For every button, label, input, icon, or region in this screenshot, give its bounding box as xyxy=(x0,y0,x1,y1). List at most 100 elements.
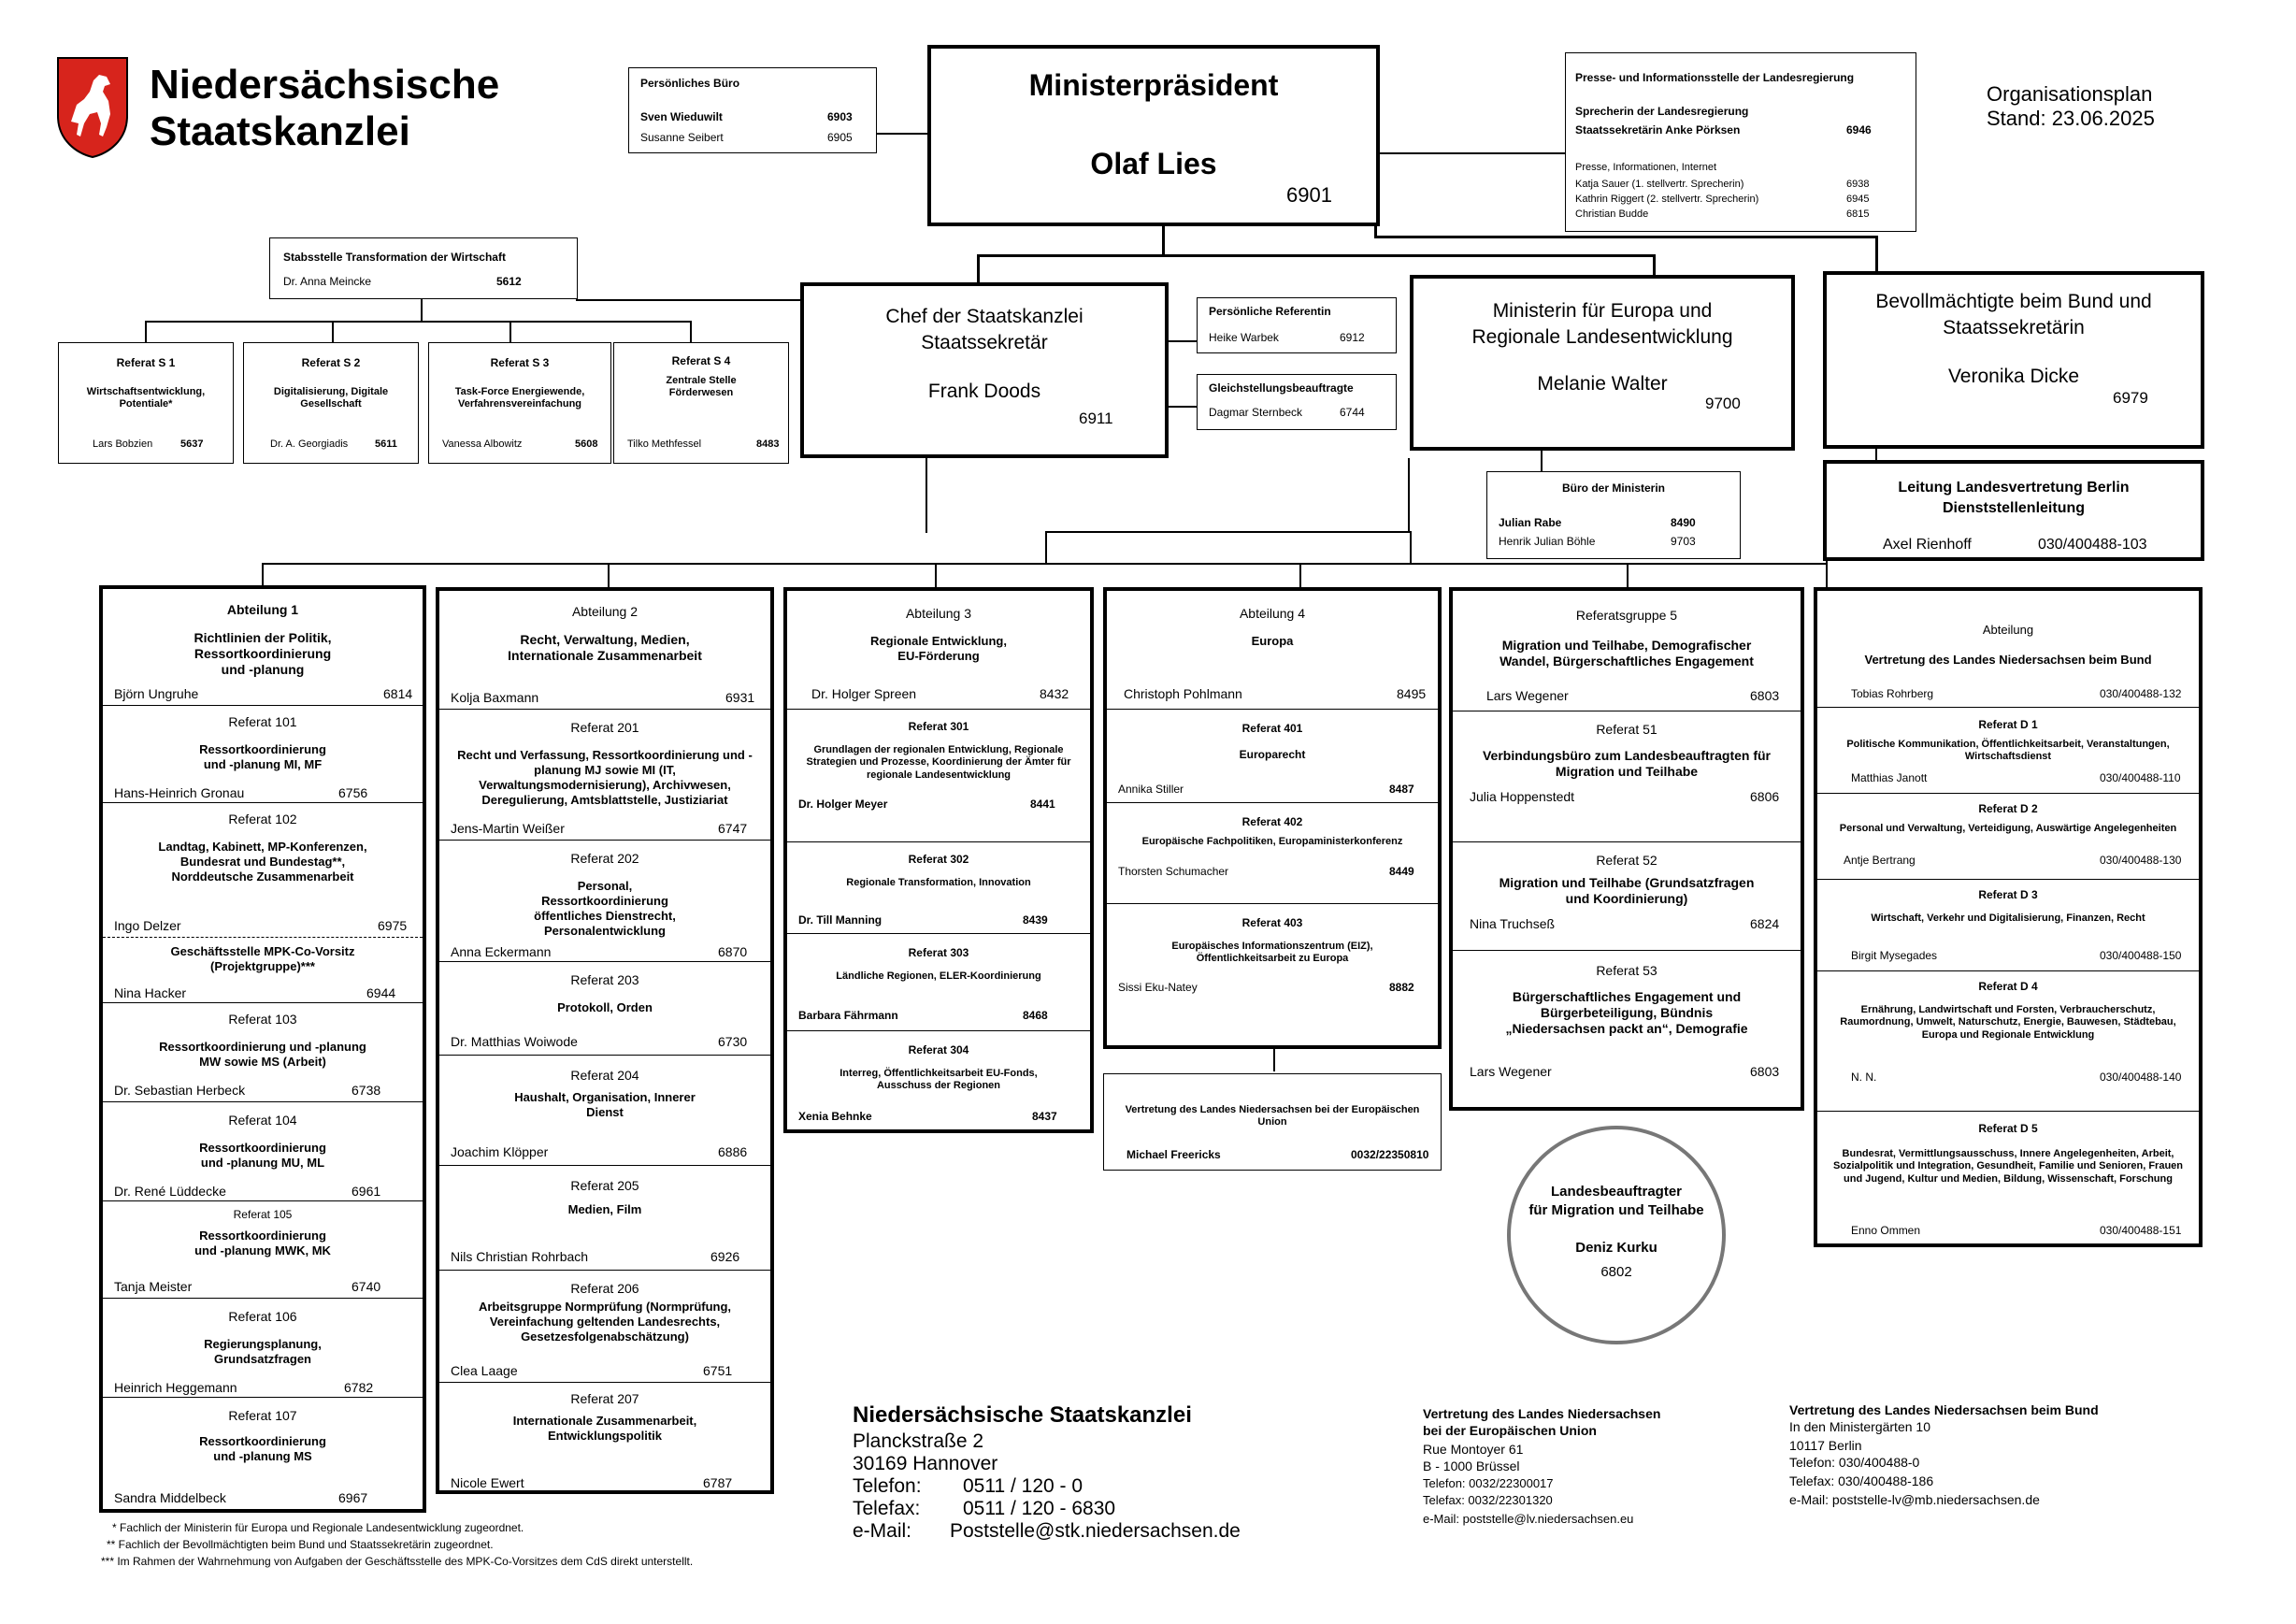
r207-tel: 6787 xyxy=(703,1475,733,1490)
referat-s4-title: Referat S 4 xyxy=(671,354,731,367)
r206-desc: Arbeitsgruppe Normprüfung (Normprüfung, … xyxy=(478,1300,732,1344)
r104-title: Referat 104 xyxy=(228,1113,297,1128)
gleich-title: Gleichstellungsbeauftragte xyxy=(1209,381,1354,395)
abteilung-4-box: Abteilung 4 Europa Christoph Pohlmann 84… xyxy=(1103,587,1442,1049)
abt4-tel: 8495 xyxy=(1397,686,1427,701)
r103-desc: Ressortkoordinierung und -planung MW sow… xyxy=(159,1040,366,1069)
abt1-name: Björn Ungruhe xyxy=(114,686,199,701)
r301-title: Referat 301 xyxy=(908,720,969,733)
r106-title: Referat 106 xyxy=(228,1309,297,1324)
r401-tel: 8487 xyxy=(1389,783,1414,796)
r103-name: Dr. Sebastian Herbeck xyxy=(114,1083,246,1098)
referat-205: Referat 205 Medien, Film Nils Christian … xyxy=(439,1165,770,1270)
r401-desc: Europarecht xyxy=(1239,748,1306,761)
r106-desc: Regierungsplanung, Grundsatzfragen xyxy=(204,1337,322,1366)
presse-title: Presse- und Informationsstelle der Lande… xyxy=(1575,71,1855,84)
referat-403: Referat 403 Europäisches Informationszen… xyxy=(1107,903,1438,1049)
r401-name: Annika Stiller xyxy=(1118,783,1184,796)
r101-title: Referat 101 xyxy=(228,714,297,729)
referat-52: Referat 52 Migration und Teilhabe (Grund… xyxy=(1453,841,1801,950)
eu-line4: B - 1000 Brüssel xyxy=(1423,1459,1520,1473)
r302-tel: 8439 xyxy=(1023,913,1048,927)
buero-tel-2: 6905 xyxy=(827,131,853,144)
gleichstellung-box: Gleichstellungsbeauftragte Dagmar Sternb… xyxy=(1197,374,1397,430)
footer-mail[interactable]: Poststelle@stk.niedersachsen.de xyxy=(950,1520,1241,1542)
referat-s3-title: Referat S 3 xyxy=(490,356,550,369)
referat-105: Referat 105 Ressortkoordinierung und -pl… xyxy=(103,1200,423,1298)
bevoll-title2: Staatssekretärin xyxy=(1943,317,2085,338)
buero-min-tel-2: 9703 xyxy=(1671,535,1696,548)
lower-saxony-horse-crest-icon xyxy=(57,57,128,159)
referat-s1-tel: 5637 xyxy=(180,438,204,450)
abt1-desc: Richtlinien der Politik, Ressortkoordini… xyxy=(194,630,332,678)
presse-sprecherin: Staatssekretärin Anke Pörksen xyxy=(1575,123,1741,137)
referat-s3-desc: Task-Force Energiewende, Verfahrensverei… xyxy=(454,386,585,410)
lv-title2: Dienststellenleitung xyxy=(1942,500,2086,516)
abt3-title: Abteilung 3 xyxy=(905,606,972,621)
eu-line5: Telefon: 0032/22300017 xyxy=(1423,1476,1554,1490)
buero-min-title: Büro der Ministerin xyxy=(1561,481,1665,495)
r207-title: Referat 207 xyxy=(570,1391,639,1406)
referat-s3-name: Vanessa Albowitz xyxy=(442,438,523,450)
abt1-title: Abteilung 1 xyxy=(226,602,299,617)
rd1-name: Matthias Janott xyxy=(1851,771,1928,784)
plan-date: Stand: 23.06.2025 xyxy=(1987,107,2155,130)
rd1-desc: Politische Kommunikation, Öffentlichkeit… xyxy=(1846,739,2170,763)
rd4-desc: Ernährung, Landwirtschaft und Forsten, V… xyxy=(1840,1004,2176,1041)
mpk-title: Geschäftsstelle MPK-Co-Vorsitz xyxy=(170,944,355,958)
buero-title: Persönliches Büro xyxy=(640,77,740,90)
referat-s2-name: Dr. A. Georgiadis xyxy=(270,438,349,450)
r205-tel: 6926 xyxy=(710,1249,740,1264)
landesvertretung-berlin-box: Leitung Landesvertretung Berlin Dienstst… xyxy=(1823,460,2204,561)
referat-204: Referat 204 Haushalt, Organisation, Inne… xyxy=(439,1055,770,1165)
bund-line6[interactable]: e-Mail: poststelle-lv@mb.niedersachsen.d… xyxy=(1789,1492,2040,1507)
referat-s4-desc: Zentrale Stelle Förderwesen xyxy=(666,375,737,399)
footnote-2: ** Fachlich der Bevollmächtigten beim Bu… xyxy=(107,1538,494,1551)
r207-desc: Internationale Zusammenarbeit, Entwicklu… xyxy=(512,1414,697,1443)
referat-201: Referat 201 Recht und Verfassung, Ressor… xyxy=(439,709,770,840)
abt4-title: Abteilung 4 xyxy=(1239,606,1306,621)
abt1-tel: 6814 xyxy=(383,686,413,701)
rd5-desc: Bundesrat, Vermittlungsausschuss, Innere… xyxy=(1832,1148,2184,1185)
cds-tel: 6911 xyxy=(1079,410,1113,427)
referat-304: Referat 304 Interreg, Öffentlichkeitsarb… xyxy=(787,1030,1090,1133)
footer-title: Niedersächsische Staatskanzlei xyxy=(853,1402,1192,1428)
r52-desc: Migration und Teilhabe (Grundsatzfragen … xyxy=(1499,875,1755,907)
referat-s4-box: Referat S 4 Zentrale Stelle Förderwesen … xyxy=(613,342,789,464)
footer-fax-label: Telefax: xyxy=(853,1498,921,1519)
eu-line7[interactable]: e-Mail: poststelle@lv.niedersachsen.eu xyxy=(1423,1512,1634,1526)
r207-name: Nicole Ewert xyxy=(451,1475,524,1490)
footer-street: Planckstraße 2 xyxy=(853,1430,984,1452)
eu-line2: bei der Europäischen Union xyxy=(1423,1423,1597,1438)
referat-s2-desc: Digitalisierung, Digitale Gesellschaft xyxy=(273,386,389,410)
presse-row-1-tel: 6938 xyxy=(1846,179,1870,190)
referat-s1-name: Lars Bobzien xyxy=(93,438,153,450)
referat-102: Referat 102 Landtag, Kabinett, MP-Konfer… xyxy=(103,802,423,937)
presse-row-1: Katja Sauer (1. stellvertr. Sprecherin) xyxy=(1575,179,1744,190)
footer-fax: 0511 / 120 - 6830 xyxy=(963,1498,1116,1519)
referat-s2-tel: 5611 xyxy=(375,438,397,450)
r205-name: Nils Christian Rohrbach xyxy=(451,1249,589,1264)
r102-name: Ingo Delzer xyxy=(114,918,181,933)
referat-d4: Referat D 4 Ernährung, Landwirtschaft un… xyxy=(1817,970,2199,1111)
r206-name: Clea Laage xyxy=(451,1363,518,1378)
r105-name: Tanja Meister xyxy=(114,1279,193,1294)
r104-tel: 6961 xyxy=(352,1184,381,1199)
presse-row-3-tel: 6815 xyxy=(1846,208,1870,220)
lv-tel: 030/400488-103 xyxy=(2038,537,2147,553)
pers-ref-title: Persönliche Referentin xyxy=(1209,305,1331,318)
referat-d3: Referat D 3 Wirtschaft, Verkehr und Digi… xyxy=(1817,879,2199,970)
abt1-head: Abteilung 1 Richtlinien der Politik, Res… xyxy=(103,589,423,705)
abtD-name: Tobias Rohrberg xyxy=(1851,687,1934,700)
r202-tel: 6870 xyxy=(718,944,748,959)
rg5-title: Referatsgruppe 5 xyxy=(1575,608,1678,623)
r205-title: Referat 205 xyxy=(570,1178,639,1193)
r401-title: Referat 401 xyxy=(1241,722,1303,735)
r105-desc: Ressortkoordinierung und -planung MWK, M… xyxy=(194,1229,331,1258)
bund-line4: Telefon: 030/400488-0 xyxy=(1789,1455,1920,1470)
referat-53: Referat 53 Bürgerschaftliches Engagement… xyxy=(1453,950,1801,1109)
eu-line3: Rue Montoyer 61 xyxy=(1423,1442,1524,1457)
r52-tel: 6824 xyxy=(1750,916,1780,931)
lv-name: Axel Rienhoff xyxy=(1883,537,1972,553)
stabsstelle-title: Stabsstelle Transformation der Wirtschaf… xyxy=(283,251,506,264)
